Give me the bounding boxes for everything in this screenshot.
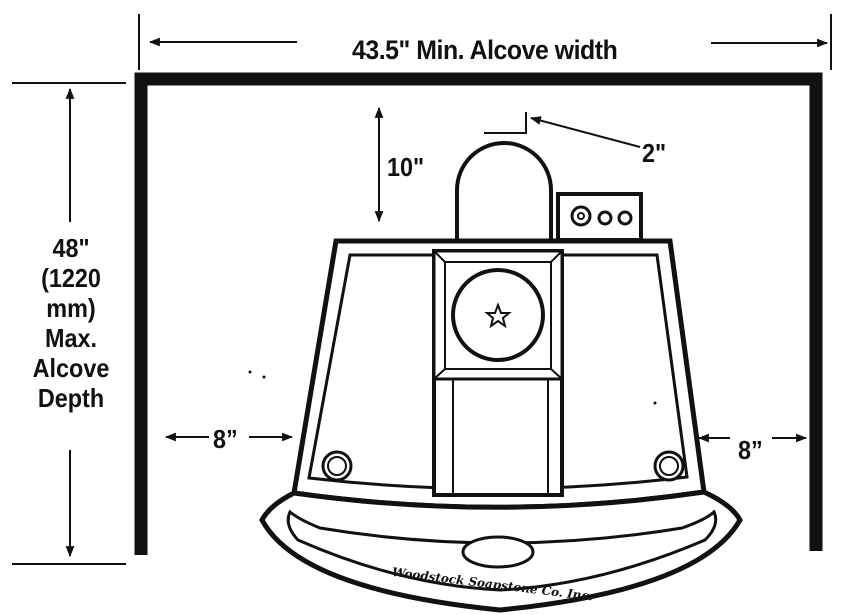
center-star-icon xyxy=(484,302,512,329)
control-knob-small-1 xyxy=(597,210,613,226)
alcove-width-label: 43.5" Min. Alcove width xyxy=(352,35,618,65)
flue-collar xyxy=(455,141,553,242)
bevel-line-3 xyxy=(433,368,446,380)
control-knob-inner xyxy=(577,212,585,220)
speck-2 xyxy=(262,375,266,379)
center-medallion xyxy=(451,268,545,362)
hearth-oval xyxy=(461,535,535,569)
bevel-line-1 xyxy=(433,250,446,263)
alcove-wall-outline xyxy=(134,72,823,555)
bolt-right-inner xyxy=(659,456,679,476)
bevel-line-2 xyxy=(550,250,563,263)
motor-gap-label: 2" xyxy=(642,138,667,168)
alcove-depth-label: 48" (1220 mm) Max. Alcove Depth xyxy=(32,233,110,413)
stove-drawing xyxy=(259,141,743,613)
motor-gap-bracket xyxy=(484,112,527,134)
right-clearance-label: 8” xyxy=(738,435,763,465)
top-clearance-label: 10" xyxy=(387,152,425,182)
bevel-line-4 xyxy=(550,368,563,380)
speck-1 xyxy=(248,370,252,374)
control-knob-small-2 xyxy=(617,210,633,226)
motor-gap-arrow xyxy=(529,116,641,148)
speck-3 xyxy=(653,401,657,405)
bolt-left-inner xyxy=(327,456,347,476)
left-clearance-label: 8” xyxy=(213,424,238,454)
